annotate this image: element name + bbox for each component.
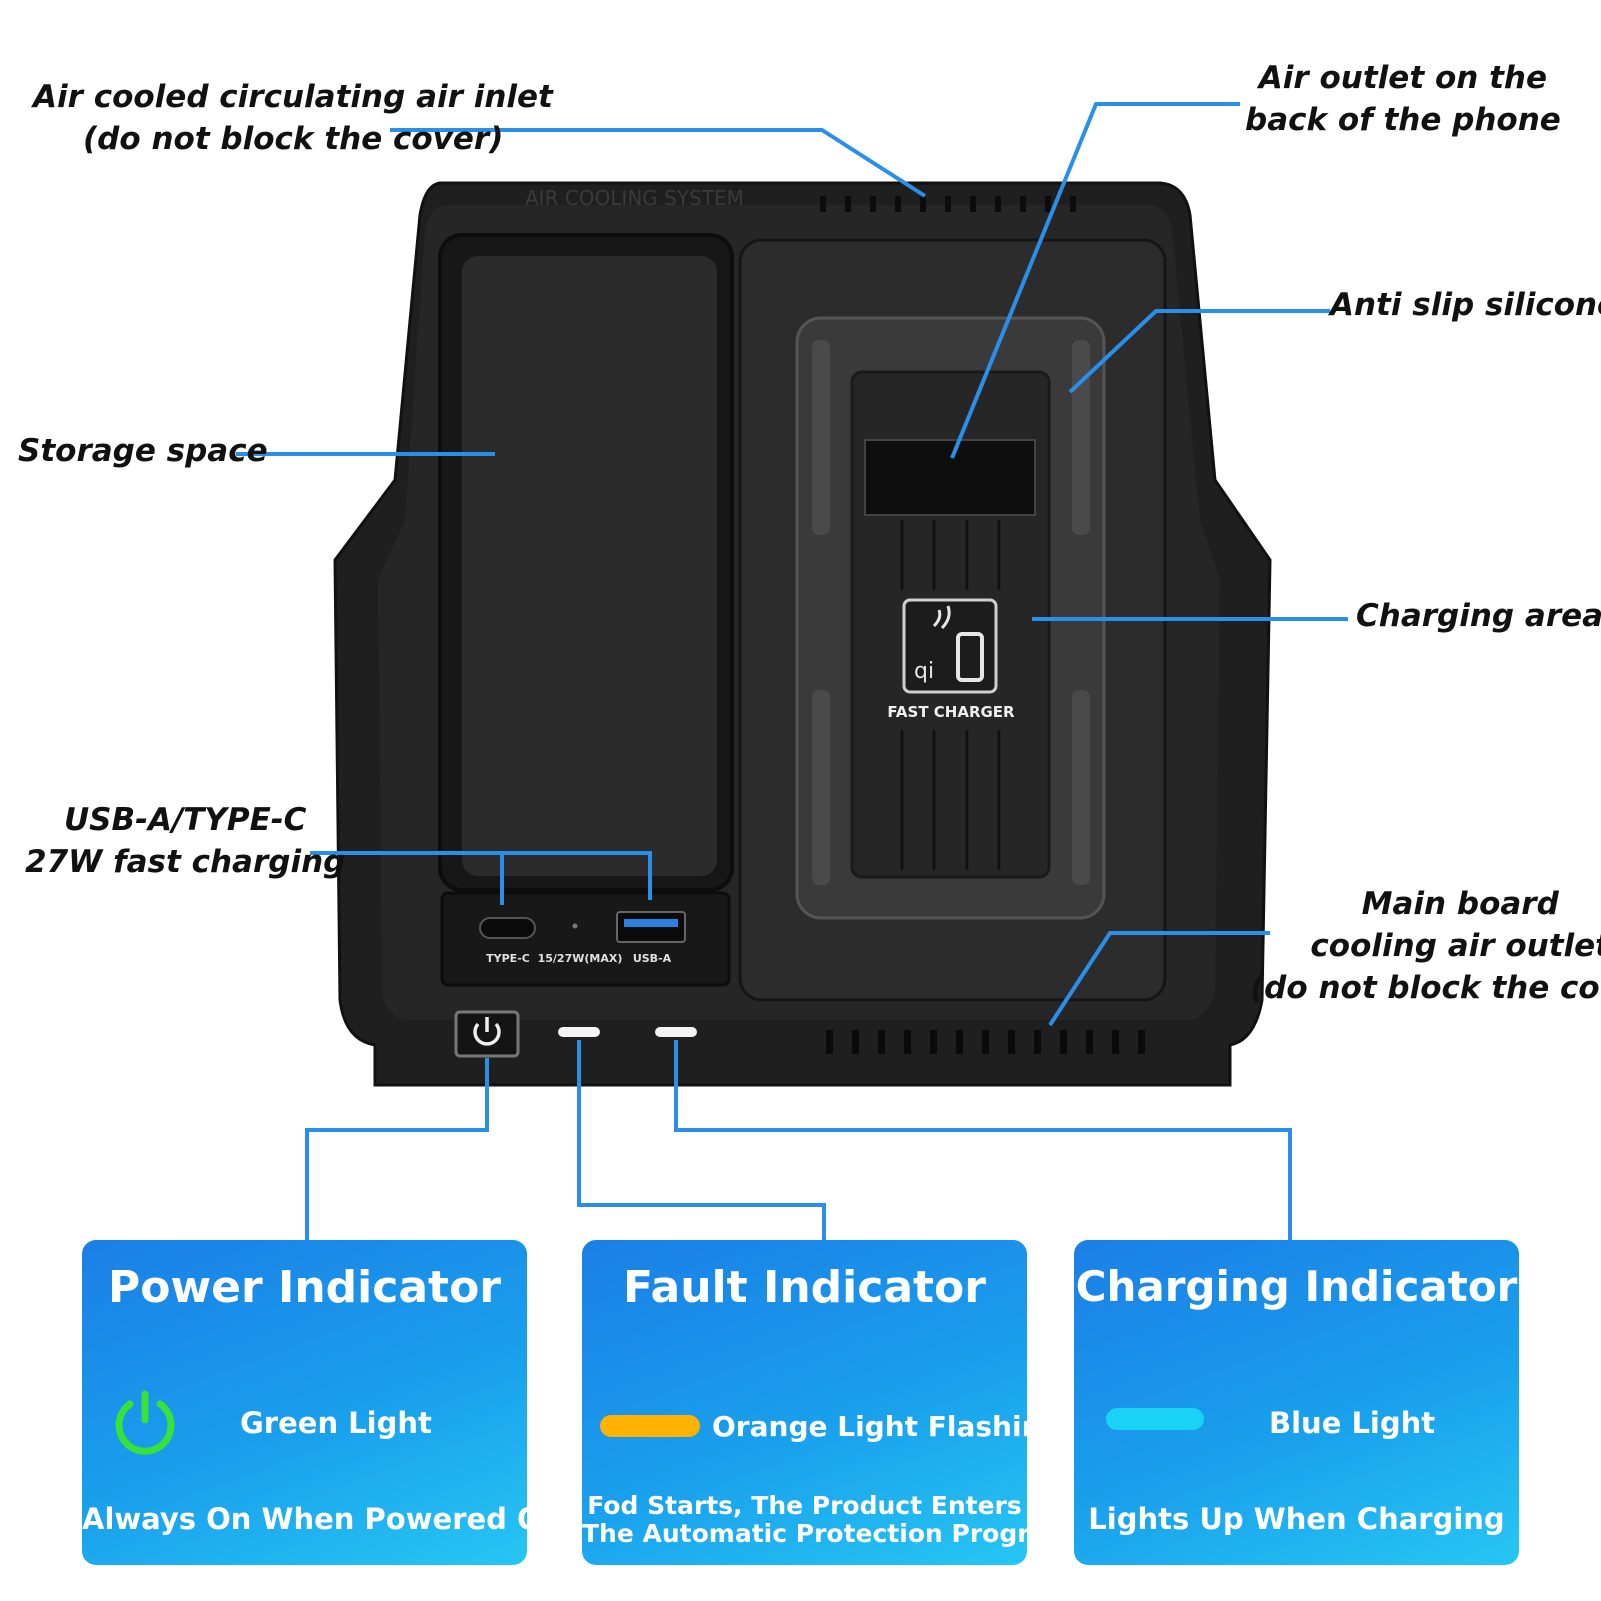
callout-air-outlet-phone-line1: Air outlet on the: [1258, 60, 1548, 96]
anti-slip-side-rail-left-lower: [812, 690, 830, 885]
leader-main-board: [1048, 931, 1270, 1027]
fault-indicator-description: Fod Starts, The Product Enters The Autom…: [582, 1491, 1073, 1548]
power-rating-label: 15/27W(MAX): [538, 952, 623, 965]
orange-light-swatch: [600, 1415, 700, 1437]
power-indicator-light: Green Light: [240, 1406, 432, 1440]
fault-indicator-description-line1: Fod Starts, The Product Enters: [587, 1491, 1022, 1520]
charging-indicator-light: Blue Light: [1269, 1406, 1436, 1440]
device-embossed-text: AIR COOLING SYSTEM: [525, 186, 744, 210]
fault-indicator-panel: Fault Indicator Orange Light Flashing Fo…: [582, 1240, 1073, 1565]
power-indicator-panel: Power Indicator Green Light Always On Wh…: [82, 1240, 563, 1565]
callout-storage-text: Storage space: [18, 433, 268, 469]
leader-power-indicator: [305, 1058, 489, 1240]
leader-fault-indicator: [577, 1040, 826, 1240]
callout-main-board: Main board cooling air outlet (do not bl…: [1250, 884, 1601, 1010]
power-button[interactable]: [454, 1010, 520, 1058]
leader-charging-indicator: [674, 1040, 1292, 1240]
fault-indicator-led: [558, 1027, 600, 1037]
charging-indicator-title: Charging Indicator: [1075, 1262, 1518, 1311]
fast-charger-badge: [902, 598, 998, 694]
wireless-charger-device: AIR COOLING SYSTEM qi: [333, 181, 1272, 1087]
callout-air-inlet: Air cooled circulating air inlet (do not…: [33, 77, 553, 161]
main-board-air-vents: [826, 1030, 1145, 1054]
callout-charging-area: Charging area: [1356, 596, 1601, 638]
qi-mark: qi: [914, 659, 934, 684]
callout-usb: USB-A/TYPE-C 27W fast charging: [25, 800, 345, 884]
leader-air-inlet: [390, 128, 927, 198]
charging-indicator-led: [655, 1027, 697, 1037]
anti-slip-side-rail-right-lower: [1072, 690, 1090, 885]
wireless-signal-icon: [932, 605, 951, 630]
callout-main-board-line2: cooling air outlet: [1310, 927, 1601, 964]
power-indicator-title: Power Indicator: [108, 1262, 501, 1313]
fast-charger-label: FAST CHARGER: [887, 703, 1015, 721]
callout-main-board-line1: Main board: [1361, 886, 1559, 922]
callout-usb-line2: 27W fast charging: [25, 843, 346, 880]
leader-anti-slip: [1068, 309, 1330, 394]
callout-main-board-line3: (do not block the cover): [1250, 969, 1601, 1006]
anti-slip-side-rail-right: [1072, 340, 1090, 535]
leader-lines: [236, 102, 1348, 1240]
callout-air-inlet-line2: (do not block the cover): [83, 120, 504, 157]
anti-slip-side-rail-left: [812, 340, 830, 535]
power-icon: [473, 1022, 501, 1046]
callout-storage: Storage space: [18, 431, 268, 473]
usb-a-port-tongue: [624, 919, 678, 927]
callout-charging-area-text: Charging area: [1356, 598, 1601, 634]
charging-pad-ribs: [900, 520, 1001, 870]
power-indicator-description: Always On When Powered On: [82, 1502, 563, 1536]
power-led-dot: [572, 923, 578, 929]
callout-air-outlet-phone: Air outlet on the back of the phone: [1245, 58, 1561, 142]
phone-air-outlet: [864, 439, 1036, 516]
callout-anti-slip: Anti slip silicone: [1330, 285, 1601, 327]
charging-indicator-panel: Charging Indicator Blue Light Lights Up …: [1074, 1240, 1519, 1565]
type-c-label: TYPE-C: [486, 952, 530, 965]
green-power-icon: [115, 1390, 175, 1455]
type-c-port: [479, 917, 536, 939]
fault-indicator-title: Fault Indicator: [623, 1262, 986, 1313]
usb-a-label: USB-A: [633, 952, 672, 965]
leader-air-outlet-phone: [950, 102, 1240, 459]
callout-usb-line1: USB-A/TYPE-C: [63, 802, 307, 838]
storage-space-floor: [462, 256, 717, 876]
charging-indicator-description: Lights Up When Charging: [1088, 1502, 1505, 1536]
callout-air-outlet-phone-line2: back of the phone: [1245, 101, 1561, 138]
top-air-vents: [820, 196, 1076, 212]
phone-icon: [956, 632, 984, 682]
fault-indicator-light: Orange Light Flashing: [712, 1410, 1062, 1443]
blue-light-swatch: [1106, 1408, 1204, 1430]
callout-anti-slip-text: Anti slip silicone: [1330, 287, 1601, 323]
callout-air-inlet-line1: Air cooled circulating air inlet: [33, 79, 553, 115]
fault-indicator-description-line2: The Automatic Protection Program: [582, 1519, 1073, 1548]
leader-usb: [310, 851, 652, 900]
